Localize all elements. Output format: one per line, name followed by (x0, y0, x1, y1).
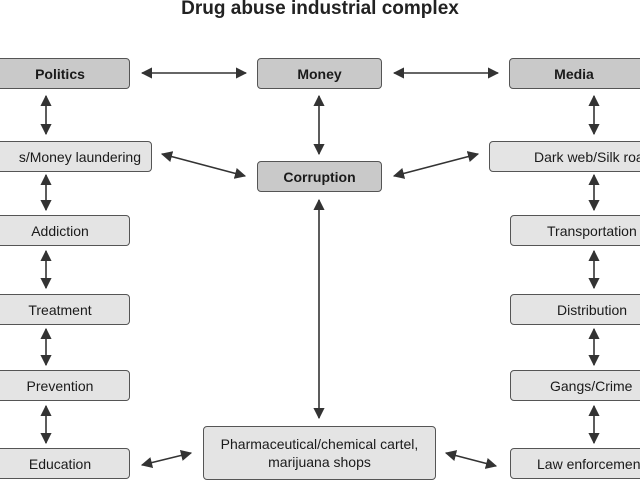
box-gangs-crime-label: Gangs/Crime (550, 377, 633, 394)
box-money-laundering: s/Money laundering (0, 141, 152, 172)
box-addiction-label: Addiction (31, 222, 89, 239)
box-politics: Politics (0, 58, 130, 89)
box-law-enforcement: Law enforcemen (510, 448, 640, 479)
box-prevention: Prevention (0, 370, 130, 401)
box-distribution-label: Distribution (557, 301, 628, 318)
box-transportation: Transportation (510, 215, 640, 246)
box-corruption-label: Corruption (283, 168, 356, 185)
arrow-laundering-corruption (160, 151, 247, 179)
box-pharma-line2: marijuana shops (268, 454, 371, 470)
box-prevention-label: Prevention (26, 377, 94, 394)
box-corruption: Corruption (257, 161, 382, 192)
box-pharma-line1: Pharmaceutical/chemical cartel, (220, 436, 419, 452)
box-dark-web-label: Dark web/Silk roa (534, 148, 640, 165)
box-dark-web: Dark web/Silk roa (489, 141, 640, 172)
diagram-title: Drug abuse industrial complex (181, 0, 459, 19)
arrow-pharma-law (444, 450, 498, 469)
box-media-label: Media (554, 65, 594, 82)
box-gangs-crime: Gangs/Crime (510, 370, 640, 401)
box-transportation-label: Transportation (547, 222, 637, 239)
box-education-label: Education (28, 455, 92, 472)
arrow-education-pharma (140, 449, 193, 469)
box-addiction: Addiction (0, 215, 130, 246)
box-law-enforcement-label: Law enforcemen (537, 455, 640, 472)
box-pharma-cartel: Pharmaceutical/chemical cartel, marijuan… (203, 426, 436, 480)
box-money-laundering-label: s/Money laundering (18, 148, 141, 165)
box-media: Media (509, 58, 640, 89)
arrow-corruption-darkweb (392, 151, 480, 179)
box-distribution: Distribution (510, 294, 640, 325)
box-money-label: Money (297, 65, 342, 82)
box-politics-label: Politics (35, 65, 85, 82)
box-treatment: Treatment (0, 294, 130, 325)
box-education: Education (0, 448, 130, 479)
box-treatment-label: Treatment (28, 301, 92, 318)
box-money: Money (257, 58, 382, 89)
